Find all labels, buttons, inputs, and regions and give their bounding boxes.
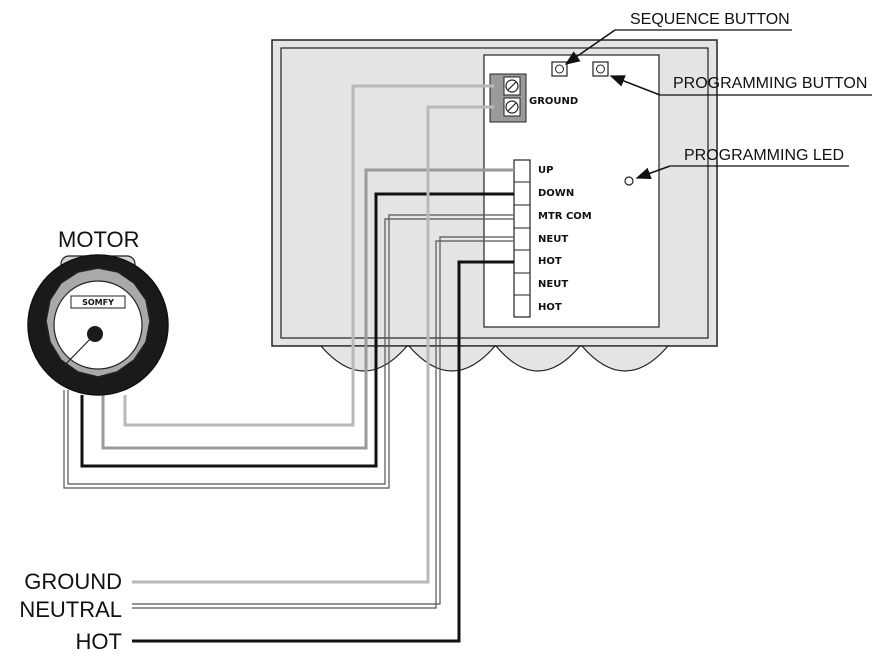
programming-button-arrow [609, 75, 661, 96]
terminal-label-up: UP [538, 165, 553, 176]
terminal-label-down: DOWN [538, 188, 574, 199]
terminal-label-hot: HOT [538, 256, 562, 267]
sequence-arrow [564, 29, 616, 65]
terminal-label-mtr-com: MTR COM [538, 211, 592, 222]
motor-wire-ground [123, 84, 494, 427]
motor-brand-logo: SOMFY [82, 298, 114, 307]
programming-button-label: PROGRAMMING BUTTON [673, 75, 867, 92]
terminal-label-hot-2: HOT [538, 302, 562, 313]
supply-wire-neutral [132, 236, 514, 609]
motor: SOMFY [27, 254, 169, 396]
motor-wire-down [80, 192, 514, 468]
motor-label: MOTOR [58, 227, 139, 252]
supply-hot-label: HOT [76, 629, 122, 654]
supply-wire-hot [132, 260, 514, 643]
motor-wire-up [101, 168, 514, 450]
ground-terminal-block [489, 73, 527, 123]
terminal-label-neut-2: NEUT [538, 279, 568, 290]
supply-wire-ground [132, 105, 494, 584]
terminal-label-neut: NEUT [538, 234, 568, 245]
knockouts [319, 345, 670, 372]
ground-terminal-label: GROUND [529, 96, 578, 107]
sequence-button-label: SEQUENCE BUTTON [630, 11, 790, 28]
terminal-strip [513, 159, 531, 318]
supply-neutral-label: NEUTRAL [19, 597, 122, 622]
programming-led-label: PROGRAMMING LED [684, 147, 844, 164]
supply-ground-label: GROUND [24, 569, 122, 594]
programming-led-arrow [635, 165, 671, 180]
programming-led [624, 176, 634, 186]
